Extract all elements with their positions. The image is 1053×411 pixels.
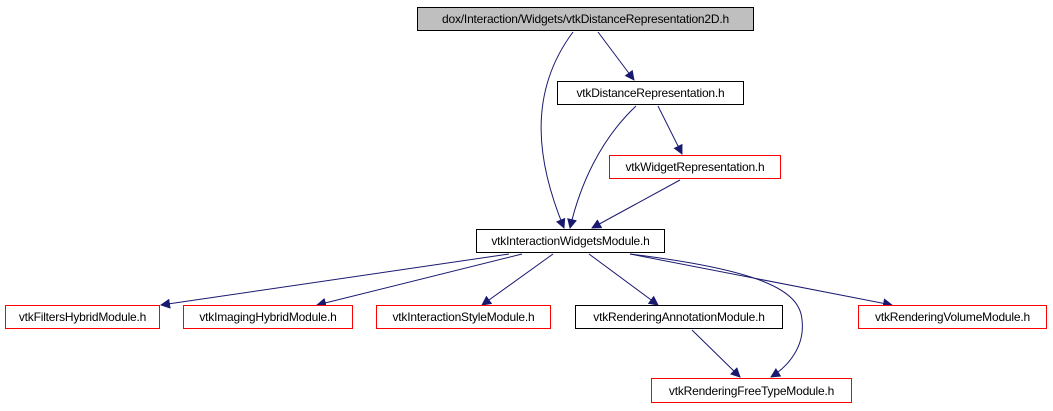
node-vtkrenderingfreetypemodule[interactable]: vtkRenderingFreeTypeModule.h bbox=[651, 378, 852, 403]
edge-root-to-distance-representation bbox=[597, 31, 635, 81]
node-vtkinteractionwidgetsmodule[interactable]: vtkInteractionWidgetsModule.h bbox=[476, 229, 665, 253]
edge-interaction-widgets-module-to-rendering-annotation-module bbox=[588, 253, 659, 306]
node-vtkrenderingvolumemodule[interactable]: vtkRenderingVolumeModule.h bbox=[858, 305, 1047, 329]
node-vtkfiltershybridmodule[interactable]: vtkFiltersHybridModule.h bbox=[5, 305, 160, 329]
node-vtkdistancerepresentation2d: dox/Interaction/Widgets/vtkDistanceRepre… bbox=[417, 7, 754, 31]
edge-interaction-widgets-module-to-rendering-freetype-module bbox=[629, 253, 803, 378]
node-vtkinteractionstylemodule[interactable]: vtkInteractionStyleModule.h bbox=[376, 305, 551, 329]
edge-interaction-widgets-module-to-imaging-hybrid-module bbox=[316, 253, 523, 308]
edge-distance-representation-to-interaction-widgets-module bbox=[567, 105, 637, 229]
edge-interaction-widgets-module-to-interaction-style-module bbox=[481, 253, 554, 306]
node-vtkrenderingannotationmodule[interactable]: vtkRenderingAnnotationModule.h bbox=[575, 305, 783, 329]
edge-rendering-annotation-module-to-rendering-freetype-module bbox=[691, 329, 741, 378]
edge-distance-representation-to-widget-representation bbox=[657, 105, 683, 155]
edge-widget-representation-to-interaction-widgets-module bbox=[591, 179, 681, 229]
edge-interaction-widgets-module-to-filters-hybrid-module bbox=[160, 253, 510, 309]
edge-interaction-widgets-module-to-rendering-volume-module bbox=[629, 253, 893, 309]
node-vtkwidgetrepresentation[interactable]: vtkWidgetRepresentation.h bbox=[609, 155, 781, 179]
node-vtkimaginghybridmodule[interactable]: vtkImagingHybridModule.h bbox=[183, 305, 353, 329]
node-vtkdistancerepresentation[interactable]: vtkDistanceRepresentation.h bbox=[557, 81, 744, 105]
edge-root-to-interaction-widgets-module bbox=[540, 31, 574, 229]
